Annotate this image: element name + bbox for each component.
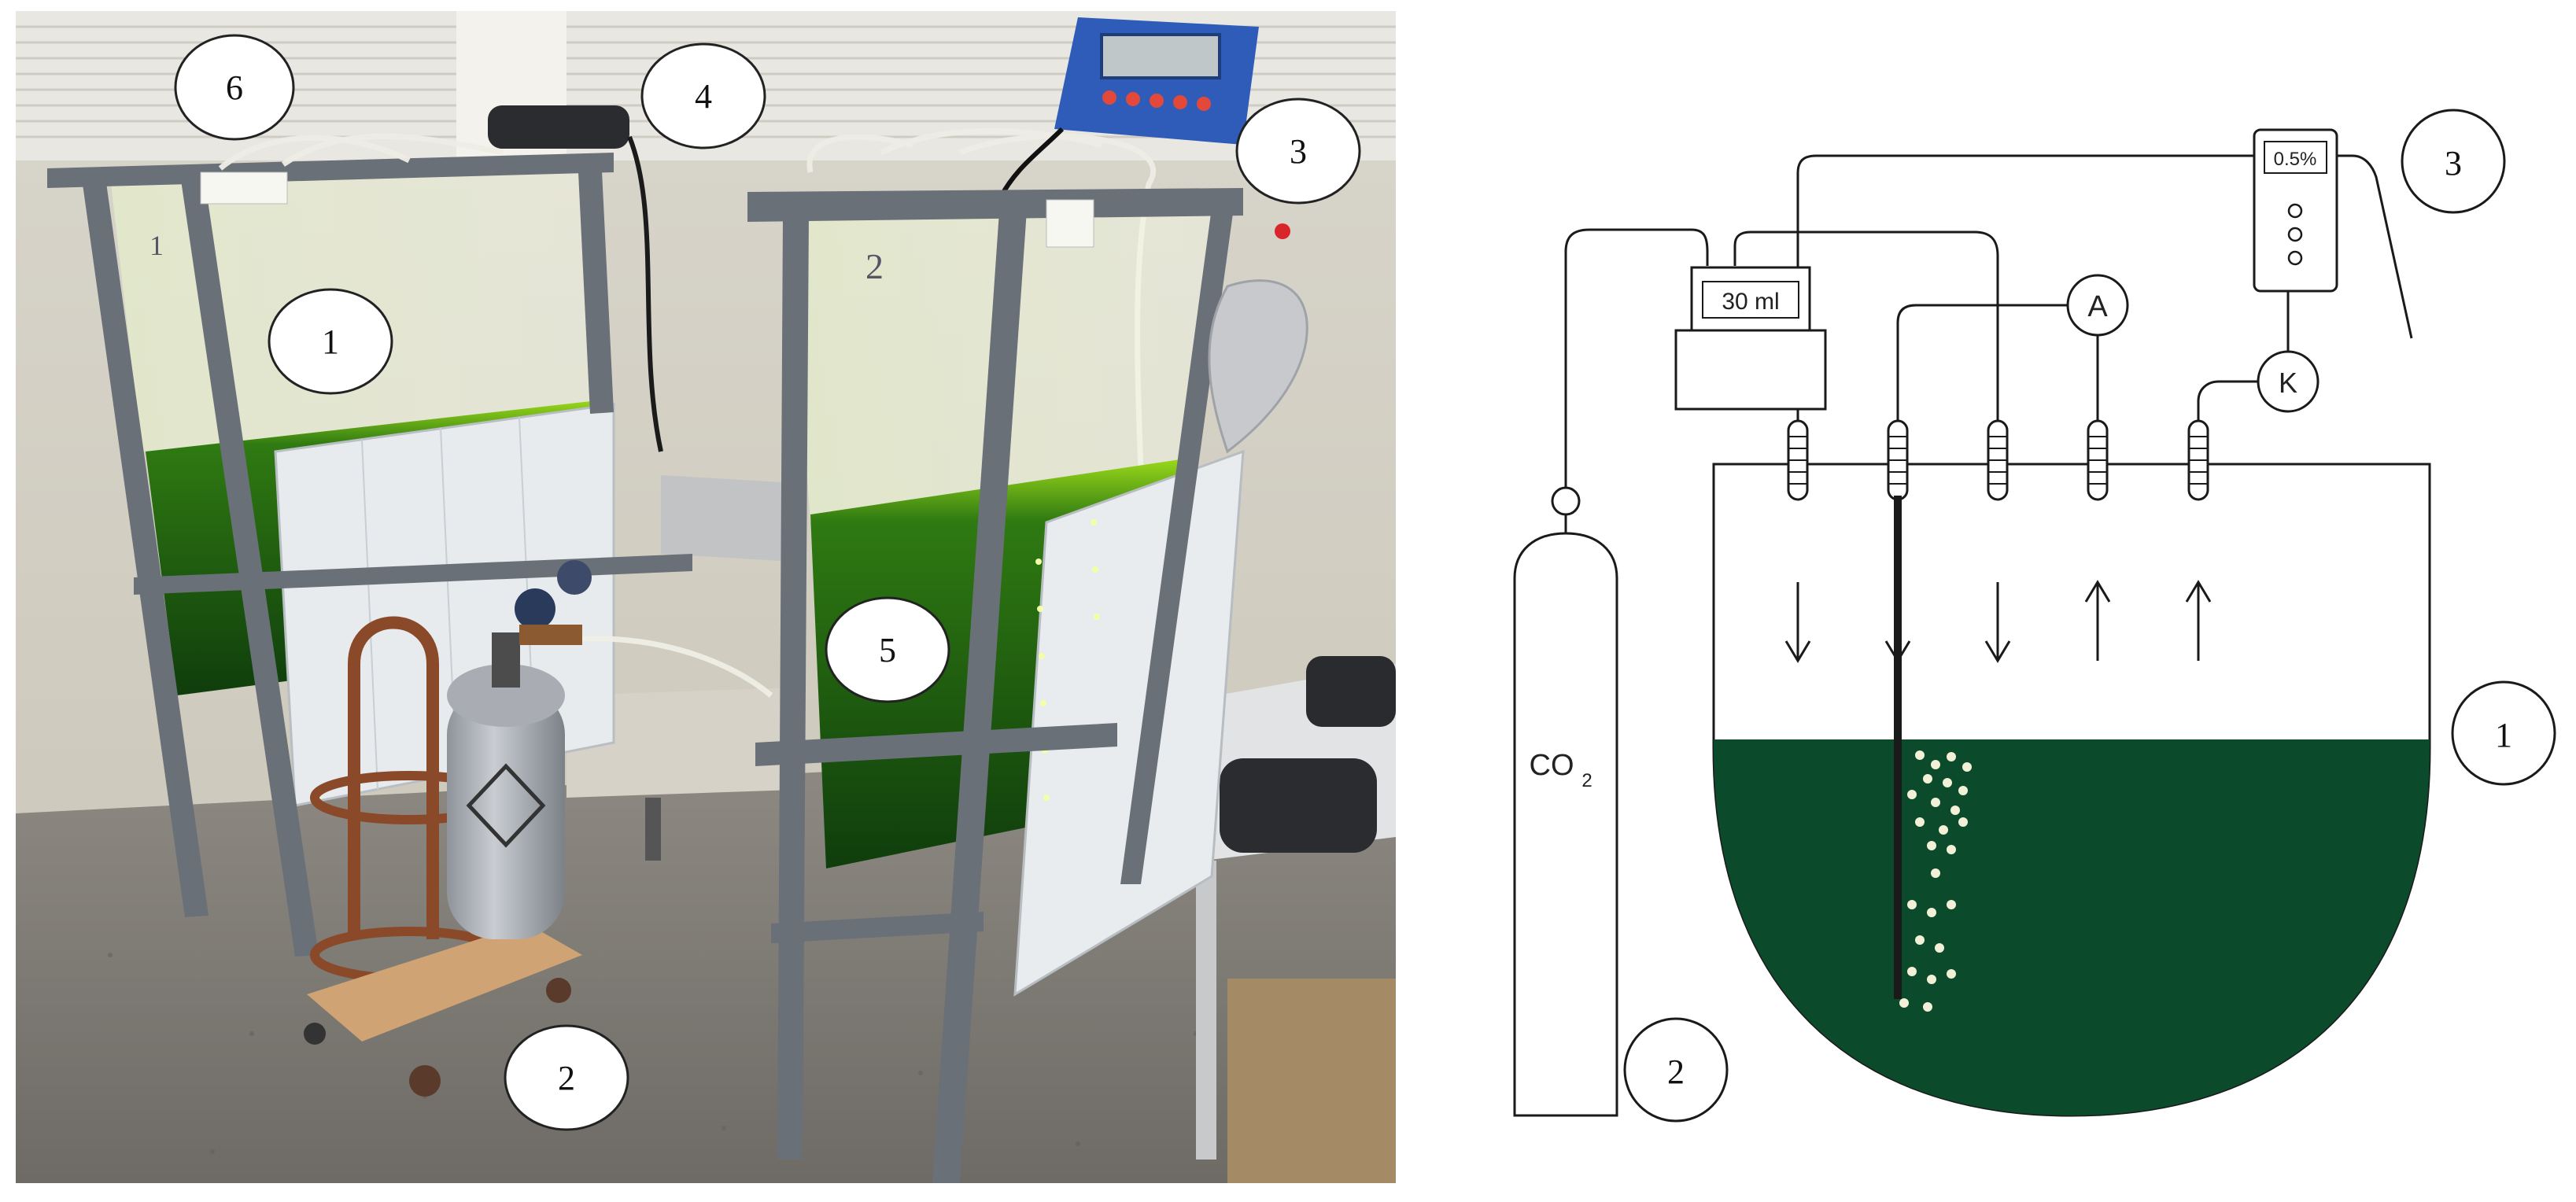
controller-device-4 — [488, 105, 663, 452]
co2-label: CO — [1530, 749, 1574, 782]
co2-sensor-device: 0.5% — [2253, 128, 2338, 293]
setup-schematic: 30 ml 0.5% A K CO 2 3 1 2 — [1513, 109, 2556, 1123]
photo-callout-2: 2 — [504, 1024, 629, 1131]
photo-callouts: 6 4 3 1 5 2 — [174, 34, 1361, 1131]
svg-text:4: 4 — [695, 77, 712, 116]
side-table — [1172, 656, 1396, 1183]
photo-callout-1: 1 — [268, 288, 393, 395]
regulator — [515, 560, 592, 645]
svg-text:5: 5 — [879, 631, 896, 669]
co2-cylinder-schematic: CO 2 — [1513, 486, 1618, 1117]
setup-photograph: 1 — [16, 11, 1396, 1183]
svg-text:1: 1 — [322, 323, 339, 361]
connection-lines — [1564, 154, 2413, 488]
co2-subscript: 2 — [1581, 770, 1592, 791]
chair — [566, 475, 795, 861]
svg-text:2: 2 — [1667, 1053, 1685, 1091]
svg-text:2: 2 — [558, 1059, 575, 1097]
gauge-a: A — [2066, 274, 2129, 337]
flow-arrows — [1784, 580, 2212, 663]
gauge-k: K — [2257, 350, 2320, 413]
flowmeter-box: 30 ml — [1674, 266, 1827, 411]
gas-bubbles — [1899, 750, 1972, 1012]
svg-text:3: 3 — [2445, 144, 2462, 183]
schematic-callout-1: 1 — [2451, 680, 2556, 786]
svg-text:K: K — [2279, 367, 2297, 399]
photobioreactor-2: 2 — [747, 188, 1308, 1183]
tank-number-right: 2 — [865, 246, 884, 286]
foil-bag — [1208, 279, 1308, 454]
svg-text:1: 1 — [2495, 716, 2512, 754]
photo-callout-4: 4 — [640, 42, 766, 149]
co2-cylinder-trolley — [304, 560, 592, 1097]
flowmeter-display: 30 ml — [1722, 289, 1779, 315]
svg-text:3: 3 — [1290, 132, 1307, 171]
sparger-tube — [1894, 496, 1902, 999]
svg-text:6: 6 — [226, 68, 243, 107]
photo-callout-6: 6 — [174, 34, 295, 141]
schematic-callout-2: 2 — [1623, 1017, 1729, 1123]
tank-number-left: 1 — [149, 230, 164, 261]
photo-callout-3: 3 — [1235, 98, 1361, 205]
schematic-callout-3: 3 — [2401, 109, 2506, 214]
photo-callout-5: 5 — [825, 596, 950, 703]
svg-text:A: A — [2087, 290, 2108, 323]
sensor-display: 0.5% — [2274, 149, 2317, 170]
microalgae-culture — [1714, 739, 2430, 1115]
